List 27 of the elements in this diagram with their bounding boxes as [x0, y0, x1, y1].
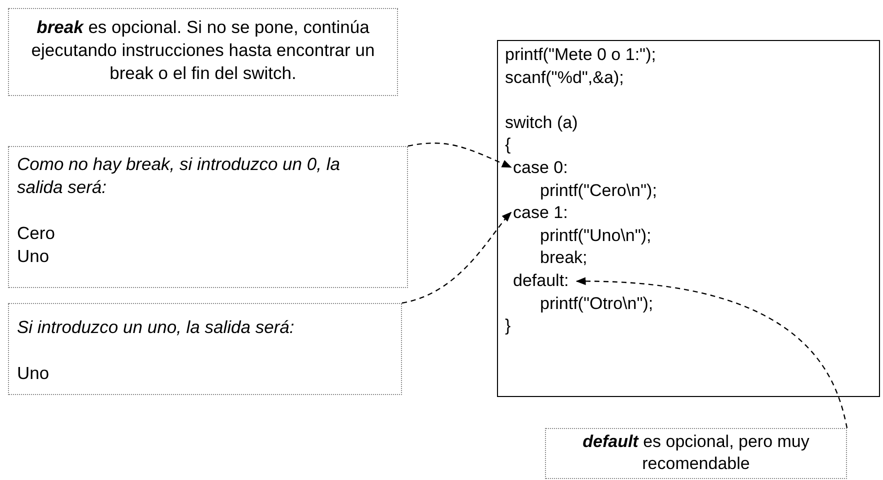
note-box: [545, 428, 847, 479]
note-box: [8, 146, 408, 288]
note-text: Como no hay break, si introduzco un 0, la salida será:: [17, 153, 341, 199]
code-line: switch (a): [505, 112, 578, 134]
output-line: Cero: [17, 222, 56, 245]
code-line: case 0:: [513, 156, 568, 180]
note-box: [8, 8, 398, 96]
code-line: printf("Cero\n");: [540, 180, 657, 202]
note-box: [8, 303, 402, 395]
output-line: Uno: [17, 245, 50, 268]
arrow: [402, 212, 512, 304]
note-text: Si introduzco un uno, la salida será:: [17, 316, 296, 339]
arrow: [576, 278, 848, 428]
code-line: scanf("%d",&a);: [505, 66, 624, 89]
code-line: }: [505, 315, 511, 338]
code-line: {: [505, 134, 511, 156]
arrow: [408, 142, 512, 168]
code-line: printf("Otro\n");: [540, 292, 654, 315]
code-line: printf("Mete 0 o 1:");: [505, 44, 656, 66]
output-line: Uno: [17, 362, 50, 385]
code-line: printf("Uno\n");: [540, 224, 652, 247]
note-text: default es opcional, pero muy recomendable: [582, 431, 810, 476]
code-line: case 1:: [513, 202, 568, 225]
code-box: [497, 40, 880, 397]
note-text: break es opcional. Si no se pone, continúa ejecutando instrucciones hasta encontrar un break o el fin del switch.: [30, 16, 376, 84]
code-line: break;: [540, 247, 588, 270]
code-line: default:: [513, 270, 569, 293]
